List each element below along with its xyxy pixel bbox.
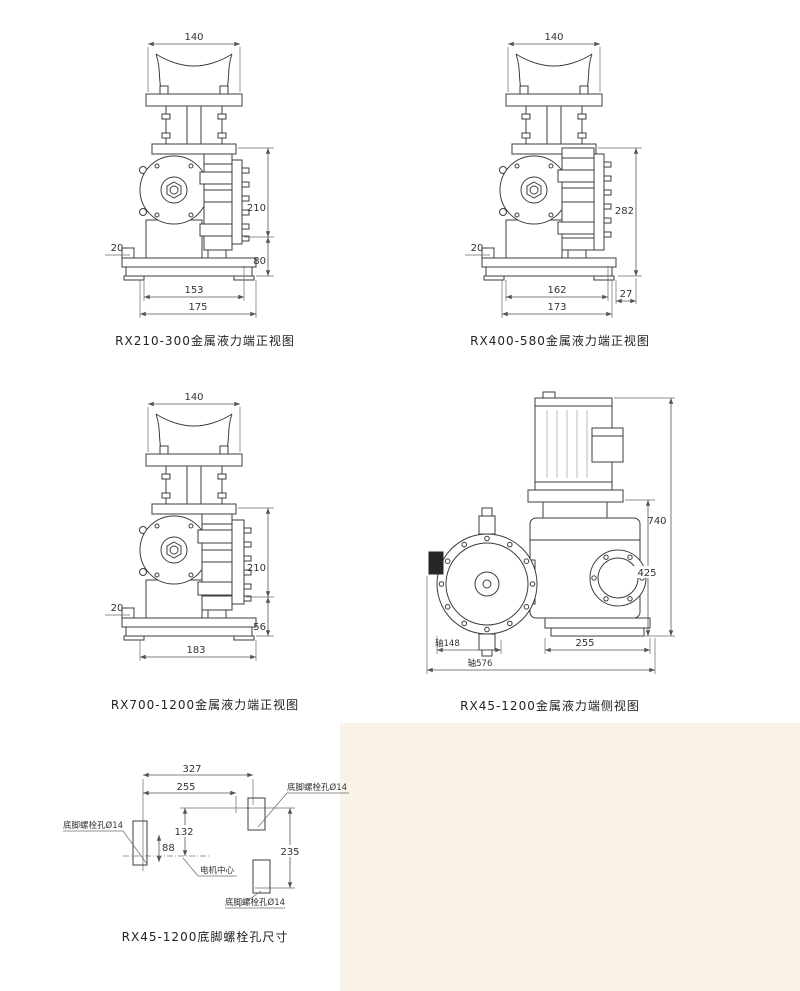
dim-top-width: 140 xyxy=(147,32,241,92)
bolt-hole-drawing: 327 255 132 88 235 底脚螺栓孔Ø14 底脚螺栓孔Ø14 底脚 xyxy=(63,764,349,909)
dim-text: 327 xyxy=(182,764,201,775)
figure-rx210-300-front: 140 xyxy=(100,30,310,330)
dim-text: 80 xyxy=(253,256,266,267)
dim-total-length: 轴576 xyxy=(426,576,656,674)
dim-text: 425 xyxy=(637,568,656,579)
figure-caption-2: RX400-580金属液力端正视图 xyxy=(470,334,650,348)
bearing-housing xyxy=(529,517,647,619)
dim-text: 轴576 xyxy=(468,658,493,669)
liquid-end xyxy=(199,153,250,265)
pump-front-drawing: 140 xyxy=(465,32,642,318)
dim-text: 210 xyxy=(247,563,266,574)
dim-right-height: 282 xyxy=(598,147,642,277)
pump-base xyxy=(544,617,651,637)
label-text: 底脚螺栓孔Ø14 xyxy=(287,782,347,793)
dim-text: 173 xyxy=(547,302,566,313)
dim-left-base: 20 xyxy=(105,243,130,256)
pump-front-drawing: 140 xyxy=(105,32,274,318)
figure-caption-1: RX210-300金属液力端正视图 xyxy=(115,334,295,348)
dim-text: 140 xyxy=(184,32,203,43)
figure-rx45-1200-bolt-holes: 327 255 132 88 235 底脚螺栓孔Ø14 底脚螺栓孔Ø14 底脚 xyxy=(55,763,355,923)
dim-text: 20 xyxy=(111,603,124,614)
dim-top-inner: 255 xyxy=(143,782,236,796)
dim-text: 56 xyxy=(253,622,266,633)
dim-right-lower: 56 xyxy=(253,597,274,637)
dim-center-vertical: 132 xyxy=(172,808,196,856)
dim-bottom-right: 27 xyxy=(615,278,637,304)
dim-text: 235 xyxy=(280,847,299,858)
dim-right-upper: 210 xyxy=(238,147,274,238)
dim-text: 255 xyxy=(176,782,195,793)
dim-bottom-inner: 153 xyxy=(143,266,245,301)
dim-total-height: 740 xyxy=(614,397,675,637)
bolt-hole-left xyxy=(132,820,148,866)
motor-flange xyxy=(527,489,624,519)
dim-top-width: 140 xyxy=(507,32,601,92)
dim-text: 140 xyxy=(184,392,203,403)
base-bracket xyxy=(121,607,257,641)
label-bolt-hole-top: 底脚螺栓孔Ø14 xyxy=(257,782,349,828)
dim-bottom-outer: 175 xyxy=(139,280,257,318)
dim-left-base: 20 xyxy=(105,603,130,616)
dim-text: 282 xyxy=(615,206,634,217)
dim-left-vertical: 88 xyxy=(156,835,175,862)
pump-front-drawing: 140 xyxy=(105,392,274,661)
gear-housing xyxy=(499,143,597,259)
label-bolt-hole-bottom: 底脚螺栓孔Ø14 xyxy=(225,890,285,909)
dim-text: 740 xyxy=(647,516,666,527)
suction-valve xyxy=(478,633,496,657)
label-text: 底脚螺栓孔Ø14 xyxy=(63,820,123,831)
figure-caption-4: RX45-1200金属液力端侧视图 xyxy=(460,699,640,713)
label-motor-center: 电机中心 xyxy=(182,857,237,877)
figure-rx700-1200-front: 140 xyxy=(100,390,310,690)
bolt-hole-bottom-right xyxy=(252,859,271,894)
dim-text: 20 xyxy=(111,243,124,254)
dim-text: 20 xyxy=(471,243,484,254)
pump-side-drawing: 740 425 轴148 255 轴576 xyxy=(426,391,675,674)
motor-flange xyxy=(145,445,243,505)
dim-right-vertical: 235 xyxy=(278,808,303,888)
dim-text: 153 xyxy=(184,285,203,296)
diaphragm-head xyxy=(436,533,538,635)
content-panel xyxy=(340,723,800,991)
motor-flange xyxy=(145,85,243,145)
label-text: 底脚螺栓孔Ø14 xyxy=(225,897,285,908)
dim-bottom-left: 轴148 xyxy=(435,636,502,654)
inlet-port xyxy=(428,551,444,575)
motor-flange xyxy=(505,85,603,145)
dim-right-lower: 80 xyxy=(253,237,274,277)
dim-bottom-outer: 173 xyxy=(501,280,613,318)
dim-pump-height: 425 xyxy=(625,499,662,636)
dim-bottom-width: 183 xyxy=(139,640,257,661)
figure-caption-5: RX45-1200底脚螺栓孔尺寸 xyxy=(121,930,289,944)
dim-text: 183 xyxy=(186,645,205,656)
dim-text: 132 xyxy=(174,827,193,838)
base-bracket xyxy=(481,247,617,281)
terminal-box xyxy=(591,427,624,463)
label-text: 电机中心 xyxy=(200,865,235,876)
dim-text: 88 xyxy=(162,843,175,854)
dim-text: 140 xyxy=(544,32,563,43)
dim-text: 255 xyxy=(575,638,594,649)
figure-rx45-1200-side: 740 425 轴148 255 轴576 xyxy=(405,388,695,688)
dim-foot-length: 255 xyxy=(544,638,651,654)
bolt-hole-top-right xyxy=(247,797,266,831)
liquid-end xyxy=(197,513,252,625)
liquid-end xyxy=(557,147,612,265)
dim-bottom-inner: 162 xyxy=(505,266,609,301)
dim-text: 210 xyxy=(247,203,266,214)
dim-text: 175 xyxy=(188,302,207,313)
dim-text: 27 xyxy=(620,289,633,300)
dim-top-outer: 327 xyxy=(143,764,253,778)
discharge-valve xyxy=(478,507,496,535)
dim-top-width: 140 xyxy=(147,392,241,452)
figure-rx400-580-front: 140 xyxy=(460,30,680,330)
dim-text: 162 xyxy=(547,285,566,296)
dim-text: 轴148 xyxy=(435,638,460,649)
label-bolt-hole-left: 底脚螺栓孔Ø14 xyxy=(63,820,148,865)
figure-caption-3: RX700-1200金属液力端正视图 xyxy=(110,698,300,712)
dim-left-base: 20 xyxy=(465,243,490,256)
